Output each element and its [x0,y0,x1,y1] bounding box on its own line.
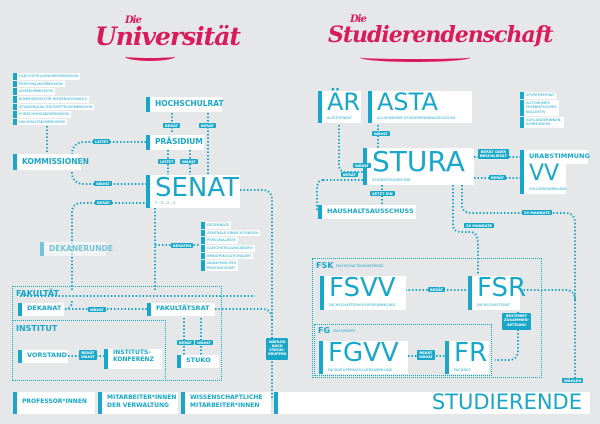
tag-waehlt-dekanat: WÄHLT [88,307,106,313]
line-kommissionen-senat [71,171,148,185]
line-senat-dek [71,202,148,290]
fakultaet-label: FAKULTÄT [16,289,59,298]
title-studierendenschaft-main: Studierendenschaft [328,22,553,48]
list-item[interactable]: SPORTREFERAT [520,92,564,99]
box-fsr[interactable]: FSR FACHSCHAFTSRAT [468,273,526,310]
box-stura[interactable]: STURA STUDENTISCHER RAT [363,145,474,185]
tag-waehlt-kommissionen: WÄHLT [94,181,112,187]
tag-30-mandate: 30 MANDATE [464,223,495,229]
line-stura-hhaus [316,179,365,210]
fsk-sub: FACHSCHAFTENKONFERENZ [336,264,384,268]
box-senat[interactable]: SENAT 7 : 2 : 2 : 2 [146,173,240,208]
referate-list: SPORTREFERAT AUTONOMES FEMINISTISCHES KO… [520,92,564,129]
list-item[interactable]: HAUSHALTSKOMMISSION [13,118,94,126]
tag-waehlt-stura: WÄHLT [353,163,371,169]
line-kommissionen-praesidium [71,141,148,156]
title-universitaet: Die Universität [95,8,265,61]
title-universitaet-die: Die [125,15,142,26]
box-studierende[interactable]: STUDIERENDE [274,390,590,414]
tag-beraet-waehlt-institut: BERÄT WÄHLT [79,350,97,360]
line-aer-stura [338,125,368,173]
box-fachrat[interactable]: FR FACHRAT [445,338,489,374]
box-aeltestenrat[interactable]: ÄR ÄLTESTENRAT [318,88,361,123]
tag-beraten: BERATEN [171,243,194,249]
tag-beraet-hochschulrat-1: BERÄT [163,123,180,129]
box-vollversammlung[interactable]: VV VOLLVERSAMMLUNG [520,161,566,194]
commissions-list: GLEICHSTELLUNGSKOMMISSION PERSONALKOMMIS… [13,73,95,126]
box-vorstand[interactable]: VORSTAND [18,350,68,363]
tag-bestimmt-zusammensetzung: BESTIMMT ZUSAMMEN- SETZUNG [502,313,532,330]
box-institutskonferenz[interactable]: INSTITUTS- KONFERENZ [104,349,162,369]
region-fg [314,324,492,376]
box-mitarbeiterinnen-verwaltung[interactable]: MITARBEITER*INNEN DER VERWALTUNG [98,392,178,414]
list-item[interactable]: KOMMISSION FÜR INTERNATIONALES [13,95,94,103]
list-item[interactable]: AKADEMISCHES PRÜFUNGSAMT [201,260,260,272]
box-praesidium[interactable]: PRÄSIDIUM [146,135,204,150]
list-item[interactable]: ZENTRALE EINRICHTUNGEN [201,229,261,237]
tag-beraet-stuko: BERÄT [177,340,194,346]
tag-29-mandate: 29 MANDATE [522,210,553,216]
region-fsk [312,258,542,378]
list-item[interactable]: DEZERNATE [201,222,260,229]
line-dekanat-fakrat [64,299,148,310]
fg-sub: FACHGRUPPE [333,329,356,333]
tag-beraet-oder-beschliesst: BERÄT ODER BESCHLIESST [478,149,509,159]
tag-waehlt-stuko: WÄHLT [195,340,213,346]
tag-setzt-ein: SETZT EIN [370,191,395,197]
box-stuko[interactable]: STUKO [177,355,219,368]
line-stura-29 [461,185,576,380]
title-universitaet-swoosh [125,52,175,61]
box-dekanat[interactable]: DEKANAT [18,303,64,316]
box-hochschulrat[interactable]: HOCHSCHULRAT [146,97,224,112]
tag-waehlen: WÄHLEN [562,378,584,384]
fsk-label: FSK [316,261,334,270]
title-studierendenschaft: Die Studierendenschaft [328,8,553,63]
list-item[interactable]: STUDIENQUALITÄTSMITTELKOMMISSION [13,103,95,111]
box-fgvv[interactable]: FGVV FACHGRUPPENVOLLVERSAMMLUNG [319,338,408,374]
line-stura-30 [452,185,479,275]
list-item[interactable]: PERSONALKOMMISSION [13,80,94,88]
list-item[interactable]: PERSONALRÄTE [201,237,260,244]
institut-label: INSTITUT [16,324,58,333]
tag-beraet-waehlt-fg: BERÄT WÄHLT [417,350,435,360]
tag-leitet-kommissionen: LEITET [93,139,111,145]
line-senat-right [240,189,273,400]
title-studierendenschaft-die: Die [350,14,367,25]
region-institut [12,320,166,381]
tag-waehlt-praesidium: WÄHLT [180,159,198,165]
box-asta[interactable]: ASTA ALLGEMEINER STUDIERENDENAUSSCHUSS [368,88,472,123]
title-studierendenschaft-swoosh [360,53,470,62]
list-item[interactable]: AUTONOMES FEMINISTISCHES KOLLEKTIV [520,99,564,116]
tag-beraet-vv: BERÄT [489,175,506,181]
admin-list: DEZERNATE ZENTRALE EINRICHTUNGEN PERSONA… [201,222,261,272]
line-fakrat-status [215,308,273,321]
box-professorinnen[interactable]: PROFESSOR*INNEN [13,392,95,414]
box-haushaltsausschuss[interactable]: HAUSHALTSAUSSCHUSS [318,205,416,219]
box-fakultaetsrat[interactable]: FAKULTÄTSRAT [147,303,215,316]
box-dekanerunde[interactable]: DEKANERUNDE [40,242,113,256]
tag-waehlt-asta: WÄHLT [372,131,390,137]
list-item[interactable]: FORSCHUNGSKOMMISSION [13,111,94,118]
tag-beraet-dekanerunde: BERÄT [95,200,112,206]
list-item[interactable]: IMMATRIKULATIONSAMT [201,252,260,260]
title-universitaet-main: Universität [95,22,241,51]
box-fsvv[interactable]: FSVV FACHSCHAFTENVOLLVERSAMMLUNG [320,273,406,310]
box-wissenschaftliche-mitarbeiterinnen[interactable]: WISSENSCHAFTLICHE MITARBEITER*INNEN [181,392,271,414]
fg-label: FG [318,326,331,335]
line-fsr-fr [495,305,519,361]
list-item[interactable]: LEHRKOMMISSION [13,88,94,95]
tag-waehlen-nach-statusgruppen: WÄHLEN NACH STATUS- GRUPPEN [266,338,289,361]
list-item[interactable]: AUSLÄNDERINNEN- KOMMISSION [520,116,564,128]
tag-beraet-fsk: BERÄT [428,287,445,293]
box-kommissionen[interactable]: KOMMISSIONEN [13,154,89,170]
box-urabstimmung[interactable]: URABSTIMMUNG [520,150,590,164]
list-item[interactable]: GLEICHSTELLUNGSKOMMISSION [13,73,94,80]
list-item[interactable]: GLEICHSTELLUNGSBÜRO [201,244,260,252]
tag-beraet-stura: BERÄT [341,172,358,178]
tag-leitet-praesidium: LEITET [158,159,176,165]
tag-beraet-hochschulrat-2: BERÄT [199,123,216,129]
